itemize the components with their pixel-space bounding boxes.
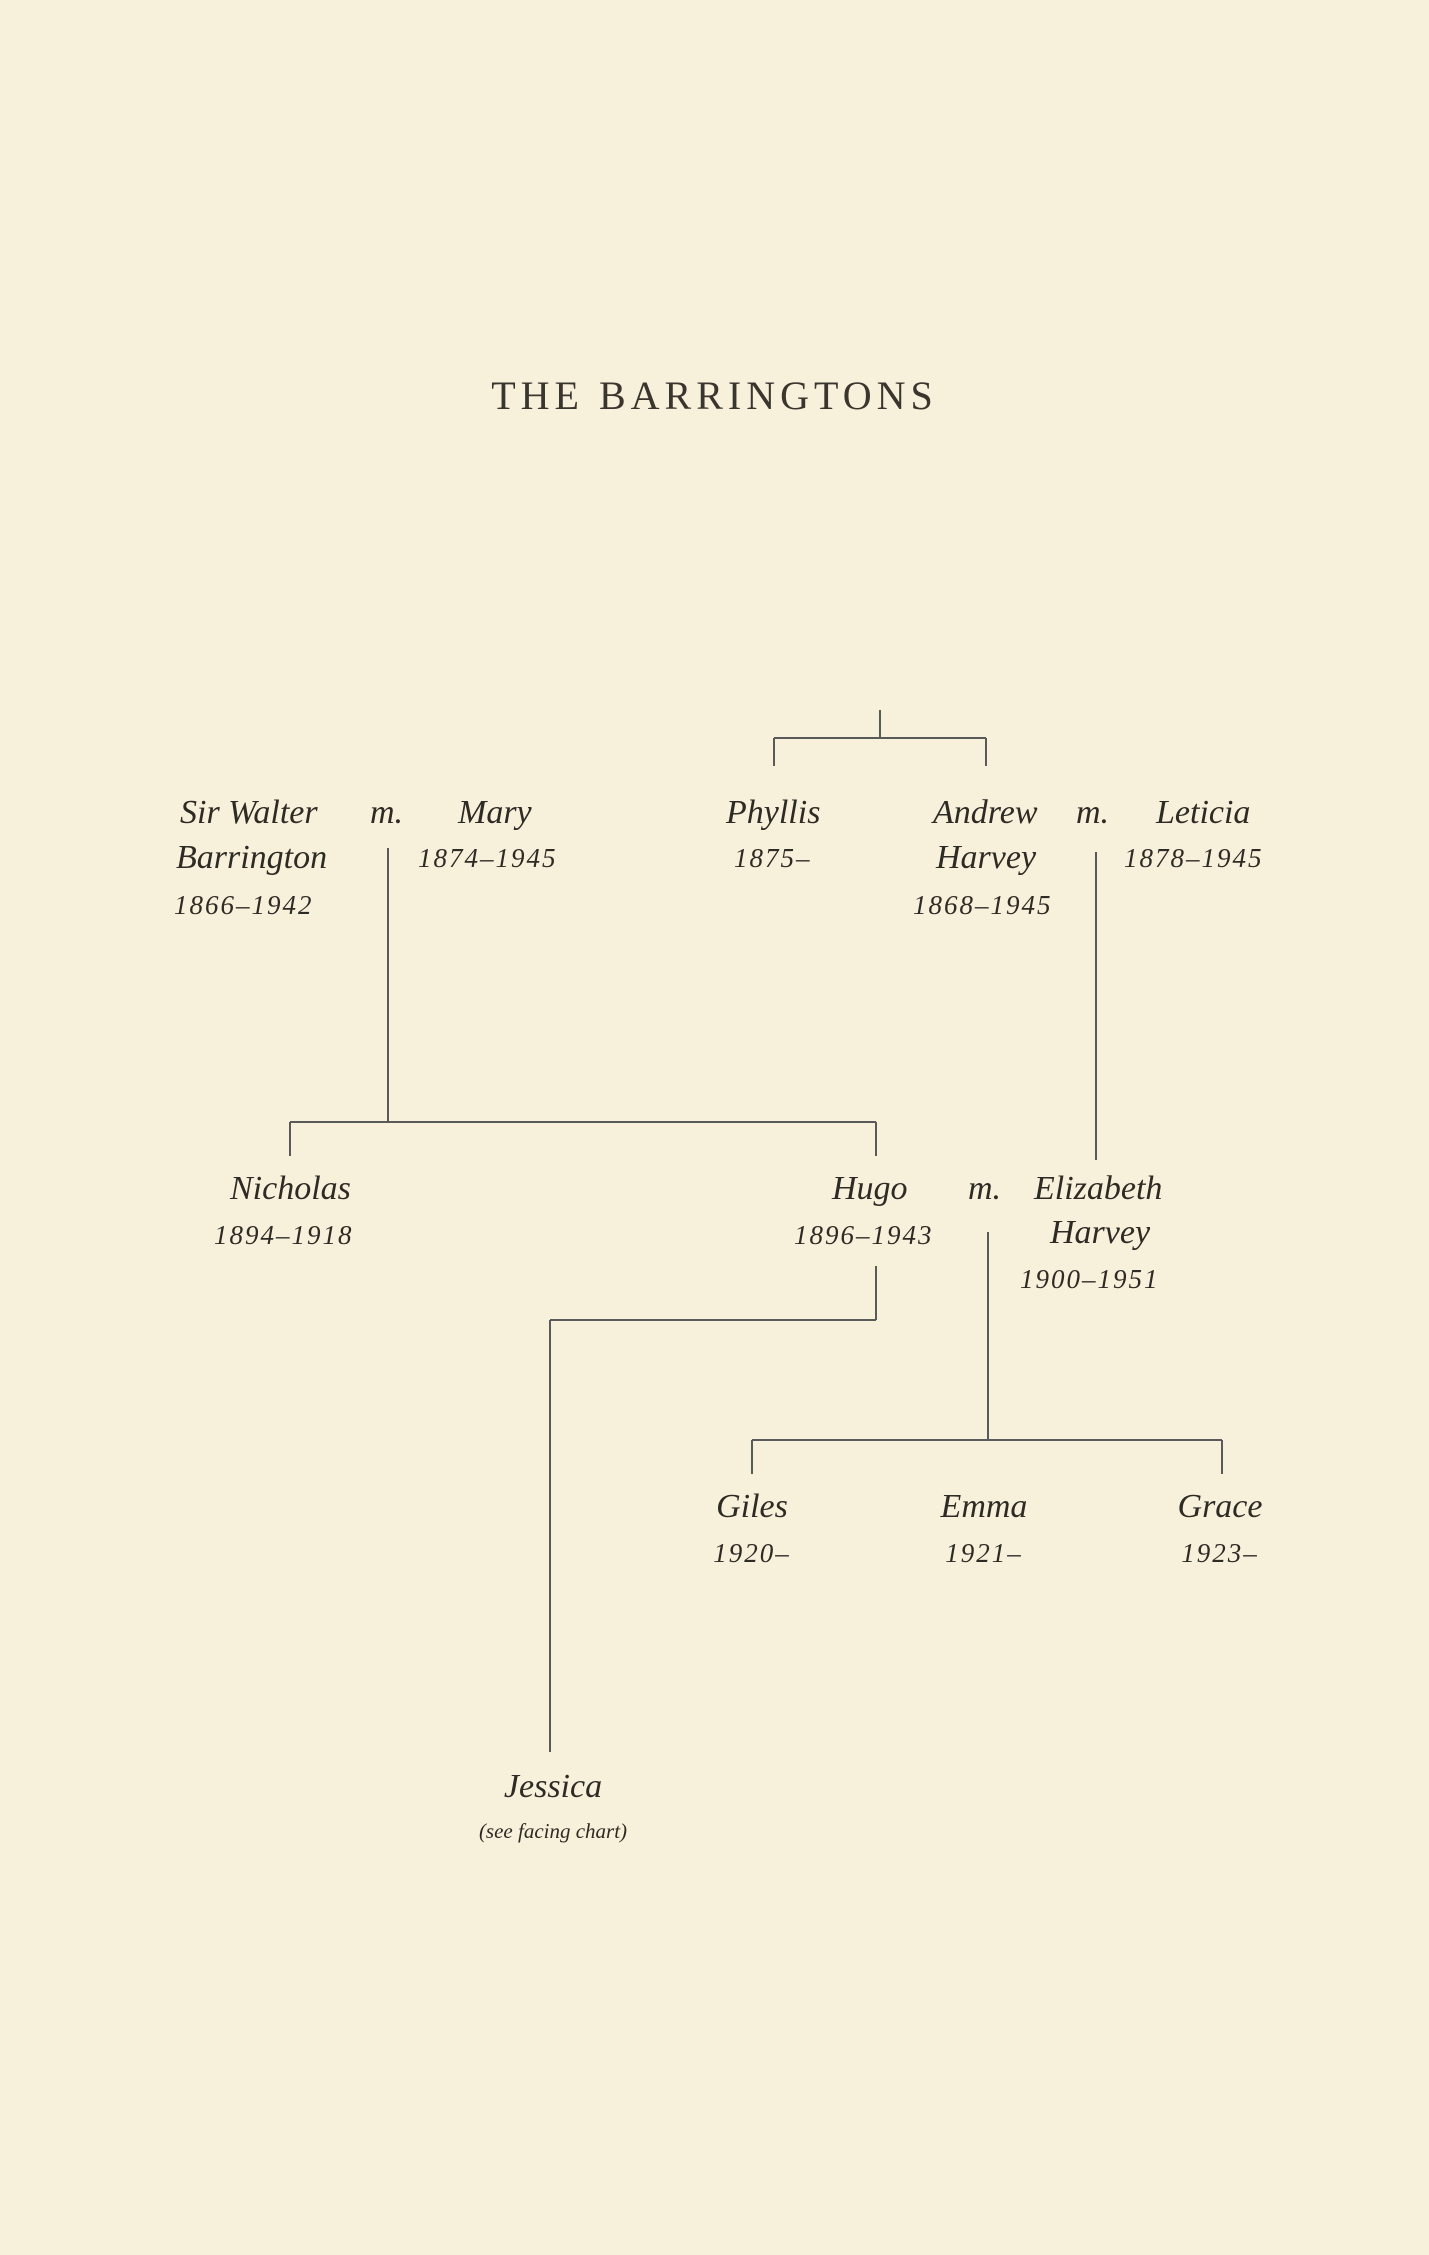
elizabeth-name-line1: Elizabeth (1034, 1170, 1163, 1207)
walter-name-line2: Barrington (176, 839, 328, 876)
leticia-name: Leticia (1156, 794, 1251, 831)
marriage-marker: m. (1076, 794, 1110, 831)
elizabeth-dates: 1900–1951 (1020, 1264, 1160, 1294)
marriage-marker: m. (370, 794, 404, 831)
page-title: THE BARRINGTONS (491, 373, 938, 418)
jessica-name: Jessica (503, 1768, 603, 1805)
nicholas-dates: 1894–1918 (214, 1220, 354, 1250)
hugo-name: Hugo (832, 1170, 908, 1207)
walter-name-line1: Sir Walter (180, 794, 318, 831)
grace-name: Grace (1177, 1488, 1263, 1525)
hugo-dates: 1896–1943 (794, 1220, 934, 1250)
mary-name: Mary (458, 794, 532, 831)
phyllis-name: Phyllis (726, 794, 821, 831)
marriage-marker: m. (968, 1170, 1002, 1207)
andrew-dates: 1868–1945 (913, 890, 1053, 920)
emma-dates: 1921– (945, 1538, 1023, 1568)
emma-name: Emma (940, 1488, 1028, 1525)
walter-dates: 1866–1942 (174, 890, 314, 920)
phyllis-dates: 1875– (734, 843, 812, 873)
grace-dates: 1923– (1181, 1538, 1259, 1568)
andrew-name-line2: Harvey (936, 839, 1037, 876)
giles-dates: 1920– (713, 1538, 791, 1568)
giles-name: Giles (716, 1488, 788, 1525)
andrew-name-line1: Andrew (933, 794, 1038, 831)
elizabeth-name-line2: Harvey (1050, 1214, 1151, 1251)
jessica-note: (see facing chart) (478, 1819, 628, 1843)
leticia-dates: 1878–1945 (1124, 843, 1264, 873)
mary-dates: 1874–1945 (418, 843, 558, 873)
nicholas-name: Nicholas (230, 1170, 351, 1207)
